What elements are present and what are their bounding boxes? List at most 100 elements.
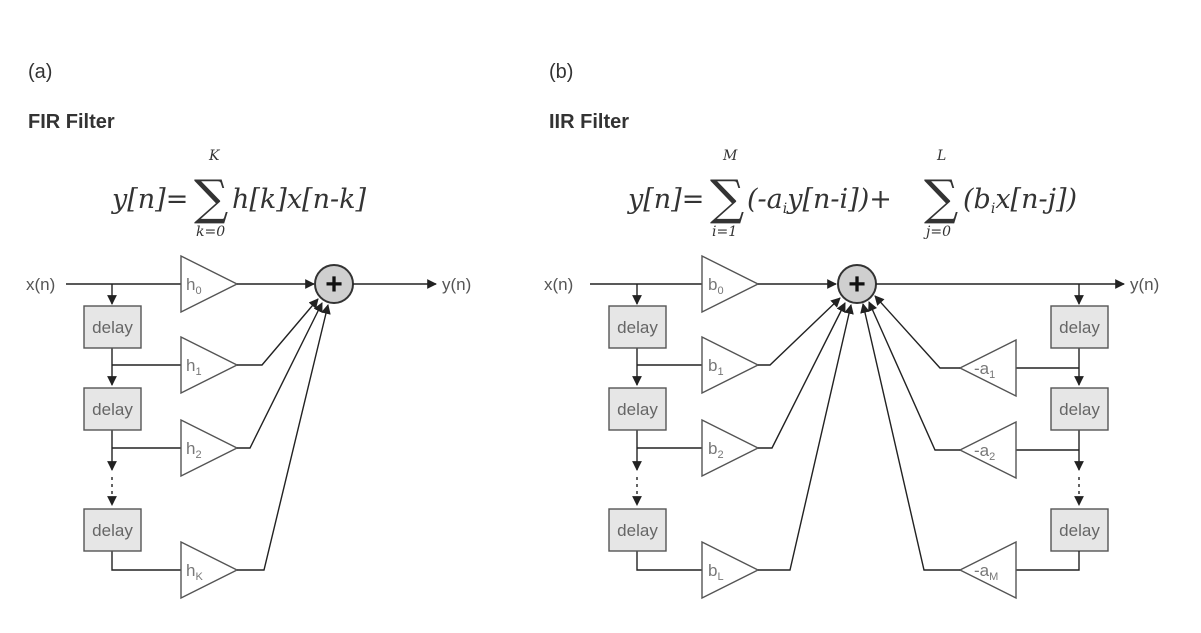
fir-title: FIR Filter — [28, 111, 115, 133]
iir-ff-delay-1: delay — [608, 387, 667, 431]
iir-ff-branch-3 — [636, 551, 702, 571]
fir-gain-3-sub: K — [195, 571, 203, 583]
iir-eq-upper2: L — [936, 148, 946, 164]
iir-ff-delay-1-label: delay — [617, 400, 658, 419]
iir-eq-upper1: M — [722, 148, 738, 164]
iir-ff-gain-1: b1 — [701, 335, 760, 395]
svg-text:bL: bL — [708, 561, 724, 583]
fir-gain-3-base: h — [186, 561, 195, 580]
iir-summer: + — [837, 264, 877, 304]
iir-eq-body2-post: x[n-j]) — [995, 184, 1077, 215]
iir-fb-delay-2: delay — [1050, 508, 1109, 552]
fir-gain-0-sub: 0 — [195, 285, 201, 297]
fir-eq-lhs: y[n]= — [111, 184, 188, 215]
fir-delay-1-label: delay — [92, 400, 133, 419]
fir-summer: + — [314, 264, 354, 304]
iir-fb-gain-2: -aM — [958, 540, 1017, 600]
iir-output-label: y(n) — [1130, 275, 1159, 294]
iir-ff-gain-2-base: b — [708, 439, 717, 458]
svg-text:b0: b0 — [708, 275, 724, 297]
fir-eq-body: h[k]x[n-k] — [232, 184, 366, 215]
fir-gain-1-sub: 1 — [195, 366, 201, 378]
fir-sum-wire-3 — [237, 304, 331, 571]
iir-fb-gain-1-sub: 2 — [989, 451, 995, 463]
fir-delay-2-label: delay — [92, 521, 133, 540]
iir-eq-body1-pre: (-a — [747, 184, 783, 215]
svg-text:(bix[n-j]): (bix[n-j]) — [963, 184, 1077, 217]
fir-gain-3: hK — [180, 540, 239, 600]
iir-fb-gain-1-base: -a — [974, 441, 990, 460]
fir-delay-0: delay — [83, 305, 142, 349]
fir-tap-branch-3 — [111, 551, 181, 571]
fir-delay-1: delay — [83, 387, 142, 431]
iir-fb-delay-0: delay — [1050, 305, 1109, 349]
iir-eq-body1-sub: i — [783, 201, 787, 217]
iir-ff-gain-0-sub: 0 — [717, 285, 723, 297]
iir-ff-gain-3-sub: L — [717, 571, 723, 583]
svg-text:h0: h0 — [186, 275, 202, 297]
iir-fb-gain-0: -a1 — [958, 338, 1017, 398]
iir-plus-icon: + — [848, 268, 866, 301]
fir-output-label: y(n) — [442, 275, 471, 294]
fir-gain-0-base: h — [186, 275, 195, 294]
fir-eq-sigma: ∑ — [194, 170, 228, 226]
fir-equation: y[n]= ∑ K k=0 h[k]x[n-k] — [111, 148, 366, 240]
svg-text:h1: h1 — [186, 356, 202, 378]
iir-ff-gain-2-sub: 2 — [717, 449, 723, 461]
svg-text:-a2: -a2 — [974, 441, 995, 463]
iir-ff-gain-1-base: b — [708, 356, 717, 375]
svg-text:h2: h2 — [186, 439, 202, 461]
iir-fb-sum-wire-1 — [868, 301, 960, 451]
iir-ff-delay-2: delay — [608, 508, 667, 552]
svg-text:b1: b1 — [708, 356, 724, 378]
svg-text:hK: hK — [186, 561, 203, 583]
fir-gain-2-base: h — [186, 439, 195, 458]
iir-panel-label: (b) — [549, 61, 573, 83]
fir-sum-wire-1 — [237, 298, 319, 366]
iir-eq-lower1: i=1 — [712, 224, 737, 240]
iir-fb-sum-wire-0 — [874, 295, 960, 369]
svg-text:-a1: -a1 — [974, 359, 995, 381]
iir-ff-gain-0: b0 — [701, 254, 760, 314]
iir-eq-sigma2: ∑ — [924, 170, 958, 226]
fir-input-label: x(n) — [26, 275, 55, 294]
iir-fb-delay-1-label: delay — [1059, 400, 1100, 419]
fir-gain-1-base: h — [186, 356, 195, 375]
fir-eq-upper: K — [208, 148, 221, 164]
iir-ff-delay-2-label: delay — [617, 521, 658, 540]
iir-fb-gain-2-sub: M — [989, 571, 998, 583]
iir-eq-body2-sub: i — [991, 201, 995, 217]
iir-ff-delay-0-label: delay — [617, 318, 658, 337]
iir-input-label: x(n) — [544, 275, 573, 294]
iir-fb-gain-1: -a2 — [958, 420, 1017, 480]
iir-ff-gain-0-base: b — [708, 275, 717, 294]
iir-fb-gain-0-sub: 1 — [989, 369, 995, 381]
iir-ff-sum-wire-1 — [758, 297, 841, 366]
iir-ff-gain-3: bL — [701, 540, 760, 600]
fir-plus-icon: + — [325, 268, 343, 301]
iir-fb-sum-wire-2 — [860, 303, 960, 571]
iir-fb-branch-3 — [1016, 551, 1080, 571]
iir-eq-body2-pre: (b — [963, 184, 991, 215]
svg-text:-aM: -aM — [974, 561, 998, 583]
iir-ff-sum-wire-3 — [758, 304, 854, 571]
iir-equation: y[n]= ∑ M i=1 (-aiy[n-i])+ ∑ L j=0 (bix[… — [627, 148, 1077, 240]
iir-panel: (b) IIR Filter y[n]= ∑ M i=1 (-aiy[n-i])… — [544, 61, 1159, 600]
iir-fb-delay-0-label: delay — [1059, 318, 1100, 337]
iir-fb-delay-2-label: delay — [1059, 521, 1100, 540]
iir-ff-sum-wire-2 — [758, 302, 846, 449]
iir-fb-gain-0-base: -a — [974, 359, 990, 378]
iir-title: IIR Filter — [549, 111, 629, 133]
fir-gain-0: h0 — [180, 254, 239, 314]
iir-eq-lower2: j=0 — [923, 224, 951, 240]
svg-text:(-aiy[n-i])+: (-aiy[n-i])+ — [747, 184, 892, 217]
fir-panel-label: (a) — [28, 61, 52, 83]
iir-eq-lhs: y[n]= — [627, 184, 704, 215]
fir-delay-0-label: delay — [92, 318, 133, 337]
svg-text:b2: b2 — [708, 439, 724, 461]
iir-ff-gain-1-sub: 1 — [717, 366, 723, 378]
fir-eq-lower: k=0 — [196, 224, 225, 240]
fir-gain-2: h2 — [180, 418, 239, 478]
iir-eq-sigma1: ∑ — [710, 170, 744, 226]
